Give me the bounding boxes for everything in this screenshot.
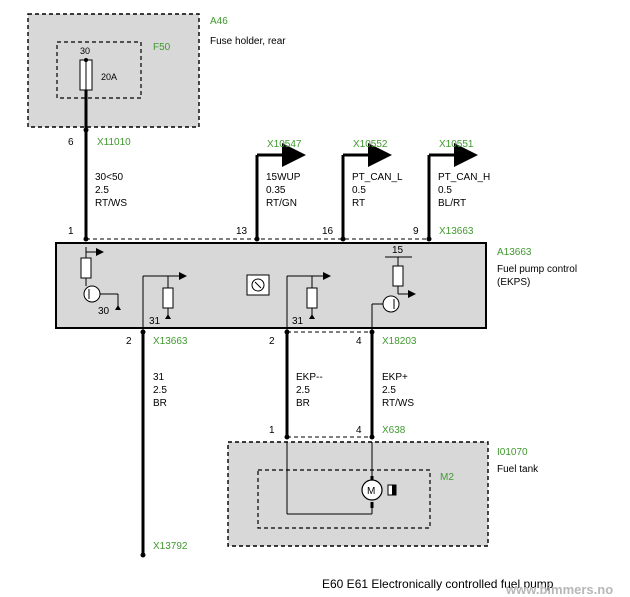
ekp-plus-gauge: 2.5 xyxy=(382,385,396,396)
wire-supply: 6 X11010 30<50 2.5 RT/WS 1 xyxy=(68,90,131,242)
connector-x10552: X10552 xyxy=(353,139,388,150)
can-h-gauge: 0.5 xyxy=(438,185,452,196)
wire-ekp-plus: 4 X18203 EKP+ 2.5 RT/WS 4 X638 xyxy=(356,329,417,440)
control-unit-pin-15: 15 xyxy=(392,245,404,256)
connector-x10547: X10547 xyxy=(267,139,302,150)
wire-ground: 2 X13663 31 2.5 BR X13792 xyxy=(126,329,188,558)
wire-wup: X10547 15WUP 0.35 RT/GN 13 xyxy=(236,139,306,242)
watermark: www.bimmers.no xyxy=(505,582,613,597)
fuse-pin-label: 30 xyxy=(80,46,90,56)
ground-pin: 2 xyxy=(126,336,132,347)
fuel-pump-motor-icon xyxy=(361,479,383,501)
fuel-tank-i01070: I01070 Fuel tank M2 M xyxy=(227,441,539,547)
ground-gauge: 2.5 xyxy=(153,385,167,396)
ekp-minus-color: BR xyxy=(296,398,310,409)
control-unit-pin-30: 30 xyxy=(98,306,110,317)
can-l-pin: 16 xyxy=(322,226,334,237)
fuel-pump-id: M2 xyxy=(440,472,454,483)
can-l-color: RT xyxy=(352,198,365,209)
transistor-circuit-right: 15 xyxy=(371,245,416,332)
transistor-circuit-left: 30 xyxy=(80,247,121,317)
ekp-minus-pin-bottom: 1 xyxy=(269,425,275,436)
connector-x13663-bottom: X13663 xyxy=(153,336,188,347)
ekp-plus-pin-bottom: 4 xyxy=(356,425,362,436)
fuse-holder-description: Fuse holder, rear xyxy=(210,36,286,47)
supply-gauge: 2.5 xyxy=(95,185,109,196)
wire-can-h: X10551 PT_CAN_H 0.5 BL/RT 9 X13663 xyxy=(413,139,490,242)
transistor-symbol xyxy=(83,285,101,303)
connector-x13792: X13792 xyxy=(153,541,188,552)
ground-circuit-1: 31 xyxy=(142,272,187,332)
control-unit-pin-31a: 31 xyxy=(149,316,161,327)
wup-signal: 15WUP xyxy=(266,172,301,183)
ground-color: BR xyxy=(153,398,167,409)
can-h-pin: 9 xyxy=(413,226,419,237)
connector-x10551: X10551 xyxy=(439,139,474,150)
transistor-right-symbol xyxy=(382,295,400,313)
connector-x11010: X11010 xyxy=(97,137,131,148)
fuel-tank-description: Fuel tank xyxy=(497,464,539,475)
motor-symbol: M xyxy=(367,486,375,497)
ground-signal: 31 xyxy=(153,372,165,383)
wire-ekp-minus: 2 EKP-- 2.5 BR 1 xyxy=(269,329,323,440)
fuse-holder-a46: 30 20A F50 A46 Fuse holder, rear xyxy=(27,13,286,128)
control-unit-a13663: A13663 Fuel pump control (EKPS) 30 31 xyxy=(55,242,577,332)
ekp-plus-signal: EKP+ xyxy=(382,372,408,383)
supply-color: RT/WS xyxy=(95,198,127,209)
control-unit-id: A13663 xyxy=(497,247,532,258)
ekp-plus-pin-top: 4 xyxy=(356,336,362,347)
connector-x13663-top: X13663 xyxy=(439,226,474,237)
supply-pin-top: 6 xyxy=(68,137,74,148)
microcontroller-icon xyxy=(246,274,270,296)
supply-pin-bottom: 1 xyxy=(68,226,74,237)
can-h-color: BL/RT xyxy=(438,198,466,209)
ground-circuit-2: 31 xyxy=(286,272,331,332)
can-l-signal: PT_CAN_L xyxy=(352,172,403,183)
supply-signal: 30<50 xyxy=(95,172,124,183)
ekp-minus-signal: EKP-- xyxy=(296,372,323,383)
can-h-signal: PT_CAN_H xyxy=(438,172,490,183)
fuel-tank-id: I01070 xyxy=(497,447,528,458)
wire-can-l: X10552 PT_CAN_L 0.5 RT 16 xyxy=(322,139,403,242)
wup-gauge: 0.35 xyxy=(266,185,286,196)
control-unit-pin-31b: 31 xyxy=(292,316,304,327)
wup-pin: 13 xyxy=(236,226,248,237)
fuse-rating: 20A xyxy=(101,72,117,82)
diagram-title: E60 E61 Electronically controlled fuel p… xyxy=(322,577,554,591)
can-l-gauge: 0.5 xyxy=(352,185,366,196)
ekp-minus-pin-top: 2 xyxy=(269,336,275,347)
fuse-id: F50 xyxy=(153,42,171,53)
ekp-plus-color: RT/WS xyxy=(382,398,414,409)
connector-x638: X638 xyxy=(382,425,406,436)
control-unit-description-2: (EKPS) xyxy=(497,277,530,288)
fuse-holder-id: A46 xyxy=(210,16,228,27)
wup-color: RT/GN xyxy=(266,198,297,209)
connector-x18203: X18203 xyxy=(382,336,417,347)
control-unit-description-1: Fuel pump control xyxy=(497,264,577,275)
ekp-minus-gauge: 2.5 xyxy=(296,385,310,396)
